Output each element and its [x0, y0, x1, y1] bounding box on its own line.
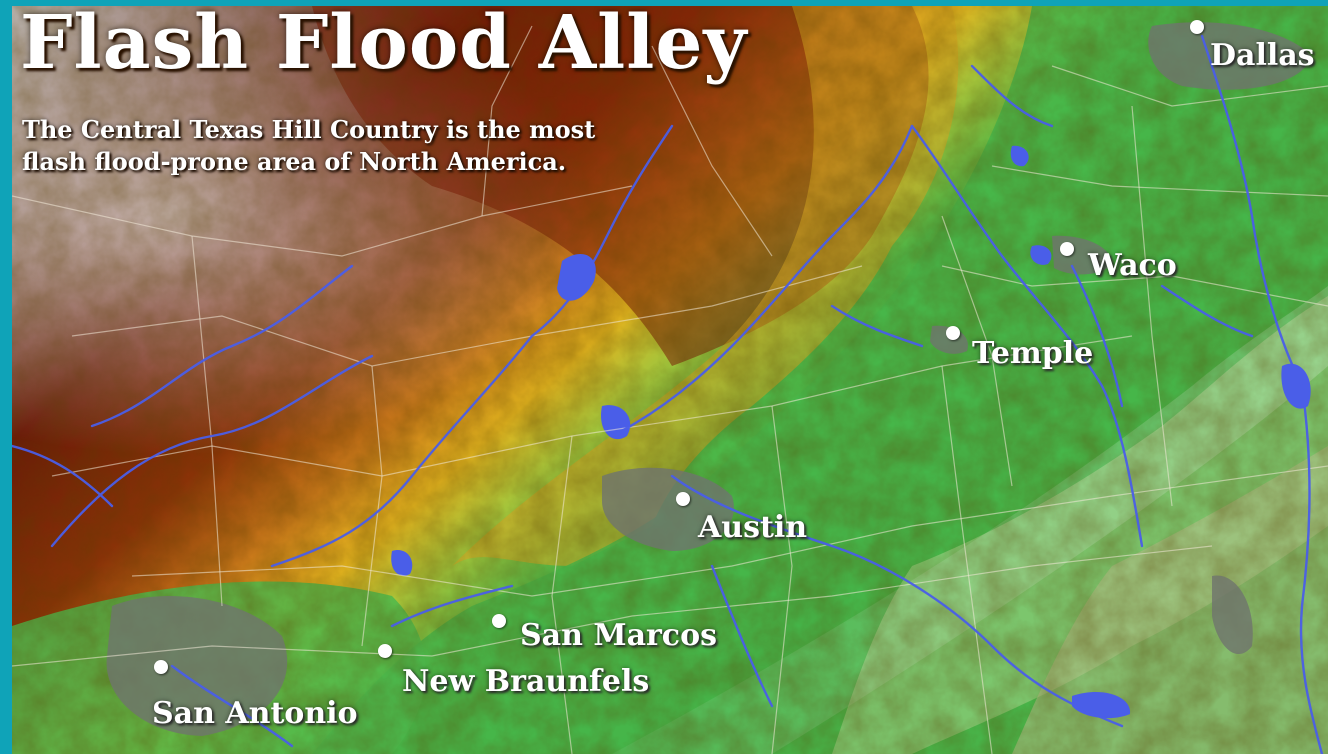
map-title: Flash Flood Alley	[20, 6, 748, 86]
city-label-waco: Waco	[1088, 248, 1177, 283]
city-marker-san-marcos	[492, 614, 506, 628]
city-label-temple: Temple	[972, 336, 1094, 371]
city-label-dallas: Dallas	[1210, 38, 1315, 73]
city-marker-austin	[676, 492, 690, 506]
terrain-map	[12, 6, 1328, 754]
subtitle-line-2: flash flood-prone area of North America.	[22, 147, 567, 176]
map-subtitle: The Central Texas Hill Country is the mo…	[22, 114, 742, 178]
city-marker-san-antonio	[154, 660, 168, 674]
city-marker-dallas	[1190, 20, 1204, 34]
city-label-new-braunfels: New Braunfels	[402, 664, 650, 699]
city-marker-waco	[1060, 242, 1074, 256]
city-label-austin: Austin	[698, 510, 808, 545]
map-frame: Flash Flood Alley The Central Texas Hill…	[12, 6, 1328, 754]
city-label-san-marcos: San Marcos	[520, 618, 717, 653]
city-label-san-antonio: San Antonio	[152, 696, 358, 731]
city-marker-new-braunfels	[378, 644, 392, 658]
city-marker-temple	[946, 326, 960, 340]
subtitle-line-1: The Central Texas Hill Country is the mo…	[22, 115, 596, 144]
